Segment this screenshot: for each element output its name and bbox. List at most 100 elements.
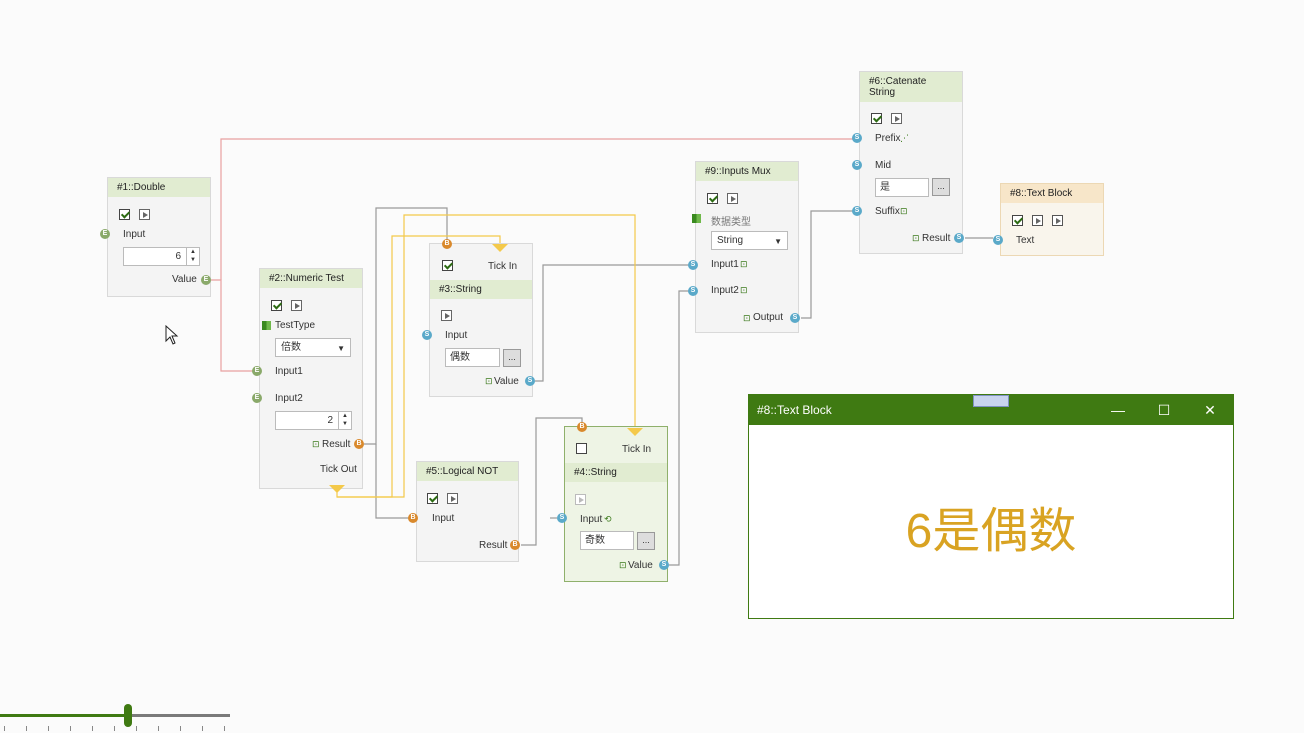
result-type-icon: ⊡ xyxy=(912,233,920,243)
window-title: #8::Text Block xyxy=(757,403,832,417)
node-title: #3::String xyxy=(430,280,532,299)
node-logical-not[interactable]: #5::Logical NOT Input Result xyxy=(416,461,519,562)
close-icon[interactable]: ✕ xyxy=(1204,402,1216,418)
result-port[interactable]: B xyxy=(510,540,520,550)
text-block-window[interactable]: #8::Text Block — ☐ ✕ 6是偶数 xyxy=(748,394,1234,619)
input-port[interactable]: S xyxy=(557,513,567,523)
node-inputs-mux[interactable]: #9::Inputs Mux 数据类型 String ▼ Input1 ⊡ In… xyxy=(692,161,799,333)
tick-out-port[interactable] xyxy=(329,485,345,493)
enable-checkbox[interactable] xyxy=(271,300,282,311)
string-input-field[interactable]: 奇数 xyxy=(580,531,634,550)
play-icon[interactable] xyxy=(575,494,586,505)
drag-handle-icon[interactable] xyxy=(973,395,1009,407)
mid-port[interactable]: S xyxy=(852,160,862,170)
testtype-dropdown[interactable]: 倍数 ▼ xyxy=(275,338,351,357)
node-string-3[interactable]: Tick In #3::String Input 偶数 ... ⊡ Value xyxy=(429,243,533,397)
enable-checkbox[interactable] xyxy=(707,193,718,204)
enable-checkbox[interactable] xyxy=(576,443,587,454)
node-catenate-string[interactable]: #6::Catenate String Prefix ⋰ Mid 是 ... S… xyxy=(859,71,963,254)
play-icon[interactable] xyxy=(139,209,150,220)
wire-result-to-not xyxy=(375,444,411,519)
wire-not-to-n4-tick xyxy=(521,417,583,546)
datatype-dropdown[interactable]: String ▼ xyxy=(711,231,788,250)
play-icon[interactable] xyxy=(291,300,302,311)
tick-in-port[interactable]: B xyxy=(442,239,452,249)
mid-input-field[interactable]: 是 xyxy=(875,178,929,197)
value-port[interactable]: E xyxy=(201,275,211,285)
suffix-label: Suffix xyxy=(875,206,900,217)
spinner-arrows-icon[interactable]: ▲▼ xyxy=(186,248,199,265)
node-double[interactable]: #1::Double Input 6 ▲▼ Value xyxy=(107,177,211,297)
node-numeric-test[interactable]: #2::Numeric Test TestType 倍数 ▼ Input1 In… xyxy=(259,268,363,489)
result-port[interactable]: B xyxy=(354,439,364,449)
link-icon: ⊡ xyxy=(900,206,908,216)
node-title: #8::Text Block xyxy=(1001,184,1103,203)
eye-settings-icon[interactable] xyxy=(1052,215,1063,226)
enable-checkbox[interactable] xyxy=(871,113,882,124)
input-port[interactable]: E xyxy=(100,229,110,239)
tickin-label: Tick In xyxy=(488,261,518,272)
output-port[interactable]: S xyxy=(790,313,800,323)
node-title: #6::Catenate String xyxy=(860,72,962,102)
value-type-icon: ⊡ xyxy=(485,376,493,386)
tick-in-arrow[interactable] xyxy=(627,428,643,436)
mouse-cursor-icon xyxy=(165,325,179,345)
enable-checkbox[interactable] xyxy=(119,209,130,220)
value-label: Value xyxy=(172,274,197,285)
play-icon[interactable] xyxy=(891,113,902,124)
display-text: 6是偶数 xyxy=(905,505,1077,558)
value-port[interactable]: S xyxy=(659,560,669,570)
play-icon[interactable] xyxy=(447,493,458,504)
zoom-slider-track[interactable] xyxy=(0,714,230,717)
input2-label: Input2 xyxy=(275,393,303,404)
input2-port[interactable]: S xyxy=(688,286,698,296)
node-text-block[interactable]: #8::Text Block Text xyxy=(1000,183,1104,256)
ellipsis-button[interactable]: ... xyxy=(637,532,655,550)
prefix-port[interactable]: S xyxy=(852,133,862,143)
value-label: Value xyxy=(628,560,653,571)
play-icon[interactable] xyxy=(441,310,452,321)
input2-field[interactable]: 2 ▲▼ xyxy=(275,411,352,430)
datatype-value: String xyxy=(717,235,744,246)
spinner-arrows-icon[interactable]: ▲▼ xyxy=(338,412,351,429)
node-title: #1::Double xyxy=(108,178,210,197)
ellipsis-button[interactable]: ... xyxy=(503,349,521,367)
zoom-slider-thumb[interactable] xyxy=(124,704,132,727)
link-icon: ⊡ xyxy=(740,285,748,295)
input-port[interactable]: B xyxy=(408,513,418,523)
enable-checkbox[interactable] xyxy=(1012,215,1023,226)
zoom-slider-fill xyxy=(0,714,128,717)
input1-label: Input1 xyxy=(711,259,739,270)
tick-in-port[interactable]: B xyxy=(577,422,587,432)
string-input-field[interactable]: 偶数 xyxy=(445,348,500,367)
text-port[interactable]: S xyxy=(993,235,1003,245)
tick-in-arrow[interactable] xyxy=(492,244,508,252)
double-input-value: 6 xyxy=(175,251,181,262)
wire-double-to-input1 xyxy=(211,279,257,372)
double-input-field[interactable]: 6 ▲▼ xyxy=(123,247,200,266)
suffix-port[interactable]: S xyxy=(852,206,862,216)
input2-port[interactable]: E xyxy=(252,393,262,403)
link-icon: ⊡ xyxy=(740,259,748,269)
node-title: #2::Numeric Test xyxy=(260,269,362,288)
result-port[interactable]: S xyxy=(954,233,964,243)
node-title: #4::String xyxy=(565,463,667,482)
play-icon[interactable] xyxy=(727,193,738,204)
slider-tick xyxy=(114,726,115,731)
value-port[interactable]: S xyxy=(525,376,535,386)
eye-icon[interactable] xyxy=(1032,215,1043,226)
maximize-icon[interactable]: ☐ xyxy=(1157,402,1171,418)
enable-checkbox[interactable] xyxy=(427,493,438,504)
enable-checkbox[interactable] xyxy=(442,260,453,271)
window-titlebar[interactable]: #8::Text Block — ☐ ✕ xyxy=(749,395,1233,425)
slider-tick xyxy=(202,726,203,731)
chevron-down-icon: ▼ xyxy=(774,237,782,246)
node-string-4[interactable]: Tick In #4::String Input ⟲ 奇数 ... ⊡ Valu… xyxy=(564,426,668,582)
input1-port[interactable]: E xyxy=(252,366,262,376)
input-port[interactable]: S xyxy=(422,330,432,340)
ellipsis-button[interactable]: ... xyxy=(932,178,950,196)
minimize-icon[interactable]: — xyxy=(1111,402,1125,418)
input1-port[interactable]: S xyxy=(688,260,698,270)
result-label: Result xyxy=(922,233,951,244)
